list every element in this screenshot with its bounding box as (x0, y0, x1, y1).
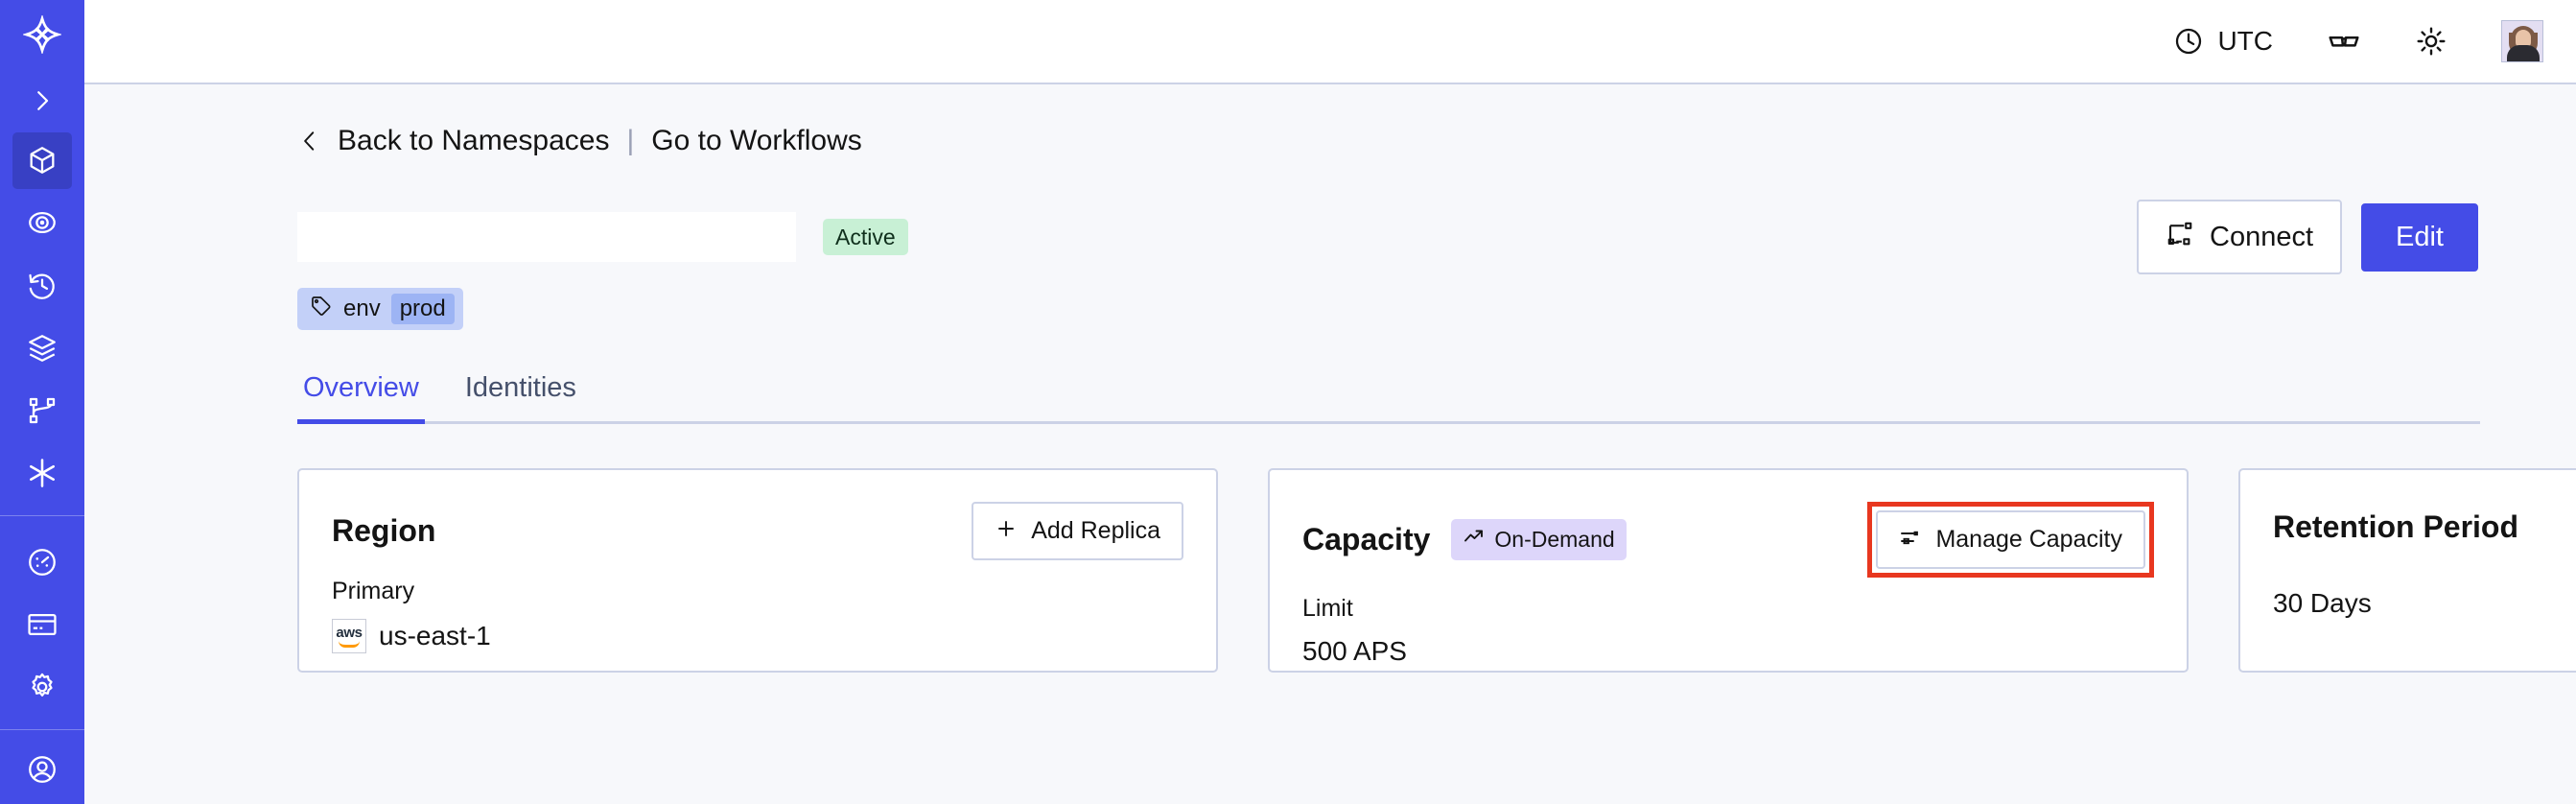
tab-bar: Overview Identities (297, 372, 2480, 424)
page-title (297, 212, 796, 262)
edit-button[interactable]: Edit (2361, 202, 2478, 272)
region-card-header: Region Add Replica (332, 502, 1183, 560)
clock-rewind-icon (26, 270, 59, 302)
edit-button-label: Edit (2396, 221, 2444, 252)
sidebar-item-workers[interactable] (12, 383, 72, 439)
sun-icon[interactable] (2415, 25, 2447, 58)
manage-capacity-highlight: Manage Capacity (1867, 502, 2154, 578)
retention-card-header: Retention Period (2273, 502, 2576, 552)
add-replica-label: Add Replica (1031, 517, 1160, 544)
sliders-icon (1899, 526, 1922, 554)
manage-capacity-label: Manage Capacity (1935, 526, 2122, 553)
chevron-right-icon (28, 86, 57, 115)
overview-cards: Region Add Replica (297, 468, 2576, 673)
connect-button-label: Connect (2210, 221, 2314, 252)
sidebar-item-usage[interactable] (12, 533, 72, 590)
breadcrumb-divider: | (626, 125, 635, 156)
capacity-limit-label: Limit (1302, 595, 1353, 622)
tab-overview[interactable]: Overview (297, 372, 425, 424)
sidebar-expand-button[interactable] (0, 70, 84, 132)
sidebar-divider-bottom (0, 728, 84, 730)
main-sidebar (0, 0, 84, 804)
gauge-icon (26, 546, 59, 579)
eye-spiral-icon (26, 206, 59, 239)
retention-card-title: Retention Period (2273, 508, 2519, 544)
aws-logo-icon: aws (332, 619, 366, 653)
capacity-card: Capacity On-Demand (1268, 468, 2189, 673)
tag-icon (310, 295, 333, 324)
capacity-card-title: Capacity (1302, 522, 1431, 556)
region-card-action: Add Replica (972, 502, 1183, 560)
retention-value: 30 Days (2273, 588, 2372, 618)
region-card-title: Region (332, 513, 436, 548)
sidebar-item-nexus[interactable] (12, 445, 72, 502)
timezone-selector[interactable]: UTC (2173, 26, 2273, 57)
capacity-card-action: Manage Capacity (1867, 502, 2154, 578)
capacity-limit-value: 500 APS (1302, 636, 1407, 666)
top-bar: UTC (84, 0, 2576, 84)
account-circle-icon (26, 753, 59, 786)
breadcrumb-back-link[interactable]: Back to Namespaces (338, 125, 610, 156)
breadcrumb-workflows-link[interactable]: Go to Workflows (651, 125, 862, 156)
aws-logo-smile (339, 641, 360, 648)
sidebar-item-account[interactable] (12, 742, 72, 798)
page-content: Back to Namespaces | Go to Workflows Act… (84, 84, 2576, 804)
plus-icon (995, 517, 1018, 545)
sidebar-item-namespaces[interactable] (12, 131, 72, 189)
region-primary-label: Primary (332, 578, 415, 604)
clock-icon (2173, 26, 2204, 57)
add-replica-button[interactable]: Add Replica (972, 502, 1183, 560)
region-primary-value-row: aws us-east-1 (332, 619, 1183, 653)
avatar-hair-sides (2509, 33, 2538, 56)
tab-identities[interactable]: Identities (464, 372, 576, 403)
namespace-title-row: Active Co (297, 200, 2480, 274)
avatar[interactable] (2501, 20, 2543, 62)
sidebar-item-workflows[interactable] (12, 195, 72, 251)
breadcrumb: Back to Namespaces | Go to Workflows (297, 125, 2480, 157)
layers-icon (26, 332, 59, 365)
sidebar-item-schedules[interactable] (12, 257, 72, 314)
asterisk-icon (25, 456, 59, 490)
manage-capacity-button[interactable]: Manage Capacity (1876, 510, 2145, 569)
git-branch-icon (27, 395, 58, 426)
avatar-body (2507, 45, 2540, 61)
temporal-logo-icon[interactable] (0, 0, 84, 70)
cube-icon (26, 144, 59, 177)
status-badge: Active (823, 218, 908, 256)
chevron-left-icon[interactable] (297, 125, 322, 157)
sidebar-item-billing[interactable] (12, 596, 72, 652)
timezone-label: UTC (2217, 26, 2273, 56)
main-region: UTC (84, 0, 2576, 804)
aws-logo-text: aws (336, 624, 363, 641)
capacity-mode-label: On-Demand (1494, 526, 1615, 552)
namespace-tag[interactable]: env prod (297, 288, 463, 330)
sidebar-item-batch-operations[interactable] (12, 319, 72, 376)
gear-icon (26, 671, 59, 703)
connect-flow-icon (2166, 220, 2194, 254)
sidebar-divider (0, 515, 84, 517)
region-card: Region Add Replica (297, 468, 1218, 673)
sidebar-item-settings[interactable] (12, 659, 72, 716)
retention-card: Retention Period 30 Days (2238, 468, 2576, 673)
trending-up-icon (1463, 525, 1486, 555)
tag-value: prod (390, 294, 455, 324)
temporal-logo-glyph (23, 15, 61, 55)
content-inner: Back to Namespaces | Go to Workflows Act… (84, 125, 2576, 673)
top-bar-actions: UTC (2173, 20, 2543, 62)
tag-key: env (343, 296, 381, 321)
region-primary-value: us-east-1 (379, 621, 491, 650)
connect-button[interactable]: Connect (2137, 200, 2343, 274)
capacity-card-header: Capacity On-Demand (1302, 502, 2154, 578)
glasses-icon[interactable] (2327, 24, 2361, 59)
capacity-mode-badge: On-Demand (1451, 519, 1627, 560)
namespace-actions: Connect Edit (2137, 200, 2478, 274)
credit-card-icon (26, 608, 59, 641)
